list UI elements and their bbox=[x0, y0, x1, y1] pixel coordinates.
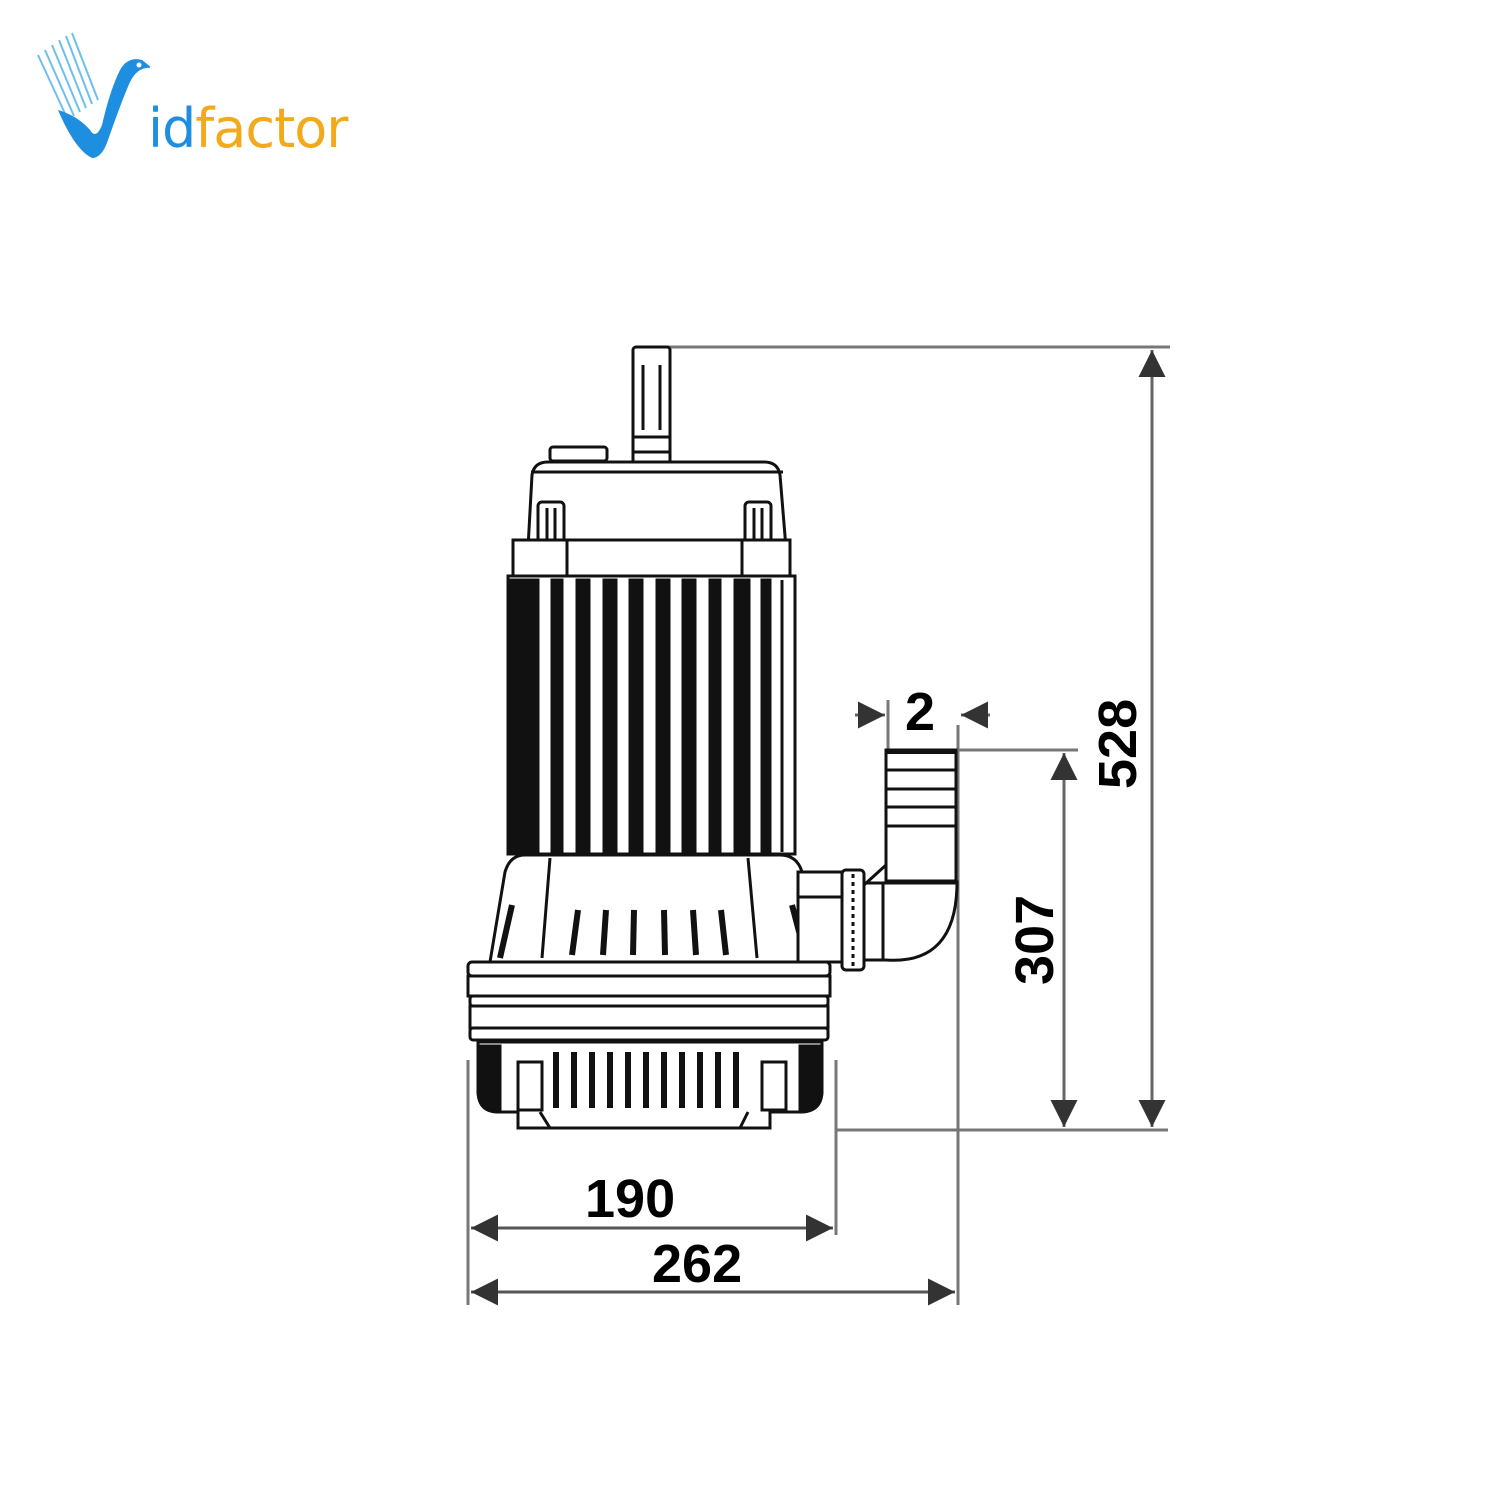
brand-factor: factor bbox=[195, 97, 348, 160]
dim-overall-height: 528 bbox=[1088, 698, 1148, 789]
pump-body bbox=[466, 345, 959, 1130]
dim-overall-width: 262 bbox=[652, 1234, 743, 1294]
dim-outlet-height: 307 bbox=[1005, 894, 1065, 985]
brand-wordmark: idfactor bbox=[148, 102, 348, 156]
dimension-lines bbox=[466, 345, 1170, 1306]
brand-logo: idfactor bbox=[30, 30, 390, 180]
dim-base-width: 190 bbox=[585, 1169, 676, 1229]
dim-outlet-diameter: 2 bbox=[905, 682, 936, 742]
bird-v-icon bbox=[37, 32, 152, 158]
brand-id: id bbox=[148, 97, 196, 160]
